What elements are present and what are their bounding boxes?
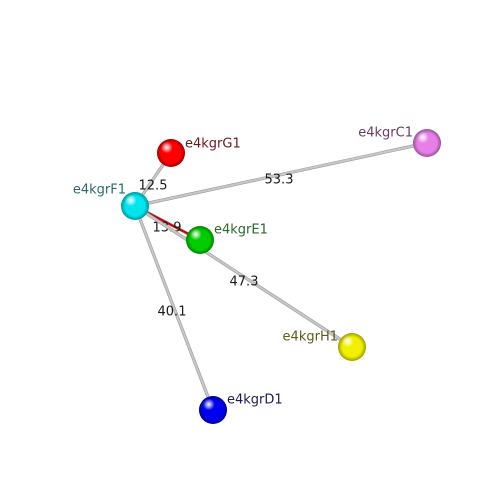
edge-label: 53.3 — [265, 173, 294, 188]
edge-label: 12.5 — [139, 179, 168, 194]
node-label: e4kgrG1 — [185, 137, 241, 152]
node-sphere-shade — [157, 139, 185, 167]
node-e4kgrE1[interactable]: e4kgrE1 — [186, 223, 268, 255]
edge-label: 40.1 — [158, 305, 187, 320]
node-label: e4kgrD1 — [227, 393, 283, 408]
node-e4kgrG1[interactable]: e4kgrG1 — [157, 137, 241, 168]
edge-e4kgrF1-e4kgrH1: 47.3 — [133, 204, 354, 349]
edge-label: 47.3 — [230, 275, 259, 290]
node-label: e4kgrC1 — [358, 126, 413, 141]
edge-line — [134, 205, 353, 348]
node-sphere-shade — [186, 226, 214, 254]
node-label: e4kgrF1 — [73, 183, 126, 198]
node-e4kgrF1[interactable]: e4kgrF1 — [73, 183, 149, 221]
node-sphere-shade — [338, 333, 366, 361]
node-sphere-shade — [199, 396, 227, 424]
node-label: e4kgrH1 — [283, 330, 338, 345]
node-e4kgrD1[interactable]: e4kgrD1 — [199, 393, 283, 425]
edge-line — [134, 142, 428, 207]
node-sphere-shade — [413, 129, 441, 157]
node-e4kgrC1[interactable]: e4kgrC1 — [358, 126, 441, 158]
edge-e4kgrF1-e4kgrC1: 53.3 — [133, 141, 429, 208]
edge-e4kgrF1-e4kgrD1: 40.1 — [133, 204, 215, 412]
node-e4kgrH1[interactable]: e4kgrH1 — [283, 330, 366, 362]
edge-line — [134, 205, 214, 411]
node-sphere-shade — [121, 192, 149, 220]
node-label: e4kgrE1 — [214, 223, 268, 238]
